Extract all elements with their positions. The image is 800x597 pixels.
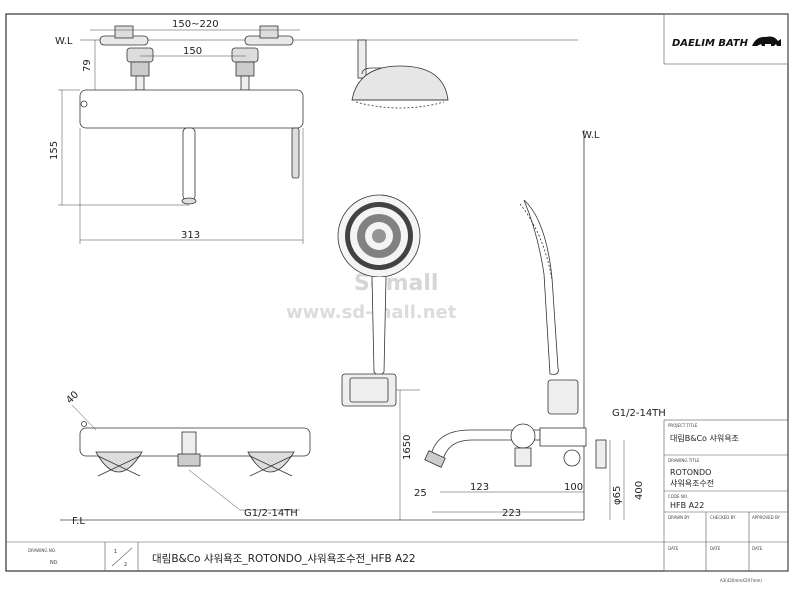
date-label-2: DATE xyxy=(710,546,721,551)
logo-box: DAELIM BATH xyxy=(663,13,789,65)
sheet-number: 1 xyxy=(114,549,117,555)
paper-size: A3(420mmX297mm) xyxy=(720,578,762,583)
drawing-title-line-1: ROTONDO xyxy=(670,468,711,477)
dim-height-1650: 1650 xyxy=(402,435,413,460)
dim-angle-25: 25 xyxy=(414,488,427,499)
brand-logo: DAELIM BATH xyxy=(672,38,749,49)
project-title-label: PROJECT TITLE xyxy=(668,423,698,428)
floor-line-label: F.L xyxy=(72,516,85,527)
dim-pitch: 150 xyxy=(183,46,202,57)
thread-label-bottom: G1/2-14TH xyxy=(244,508,298,519)
bottom-title: 대림B&Co 샤워욕조_ROTONDO_샤워욕조수전_HFB A22 xyxy=(152,552,416,565)
dim-len-123: 123 xyxy=(470,482,489,493)
side-view-mixer xyxy=(424,423,607,469)
top-view-mixer xyxy=(79,421,311,477)
drawn-by-label: DRAWN BY xyxy=(668,515,690,520)
dim-len-223: 223 xyxy=(502,508,521,519)
approved-by-label: APPROVED BY xyxy=(752,515,781,520)
watermark-line-2: www.sd-mall.net xyxy=(286,302,457,323)
water-line-label-top: W.L xyxy=(55,36,73,47)
dim-height-400: 400 xyxy=(634,481,645,500)
drawing-border xyxy=(5,13,789,572)
dim-angle-40: 40 xyxy=(64,389,81,406)
top-view-dimensions xyxy=(60,389,584,521)
checked-by-label: CHECKED BY xyxy=(710,515,736,520)
drawing-title-label: DRAWING TITLE xyxy=(668,458,700,463)
drawing-title-line-2: 샤워욕조수전 xyxy=(670,478,714,488)
front-view-mixer xyxy=(79,25,578,205)
code-no-label: CODE NO. xyxy=(668,494,688,499)
thread-label-side: G1/2-14TH xyxy=(612,408,666,419)
overhead-shower-head xyxy=(351,39,449,109)
hand-shower-front xyxy=(337,194,421,407)
bottom-bar xyxy=(6,541,664,571)
date-label-1: DATE xyxy=(668,546,679,551)
code-no: HFB A22 xyxy=(670,501,704,510)
title-block xyxy=(663,419,789,572)
dim-len-100: 100 xyxy=(564,482,583,493)
front-view-dimensions xyxy=(58,29,304,244)
side-view-dimensions xyxy=(432,440,625,520)
sheet-total: 2 xyxy=(124,562,127,568)
project-title: 대림B&Co 샤워욕조 xyxy=(670,433,739,443)
drawing-no: N0. xyxy=(50,560,59,566)
dim-pitch-range: 150~220 xyxy=(172,19,219,30)
dim-height-155: 155 xyxy=(49,141,60,160)
hand-shower-side xyxy=(519,130,585,520)
dim-width-313: 313 xyxy=(181,230,200,241)
drawing-no-label: DRAWING NO. xyxy=(28,548,56,553)
water-line-label-right: W.L xyxy=(582,130,600,141)
dim-height-79: 79 xyxy=(82,59,93,72)
bear-logo-icon xyxy=(752,36,781,46)
dim-diameter-65: φ65 xyxy=(612,486,623,505)
date-label-3: DATE xyxy=(752,546,763,551)
